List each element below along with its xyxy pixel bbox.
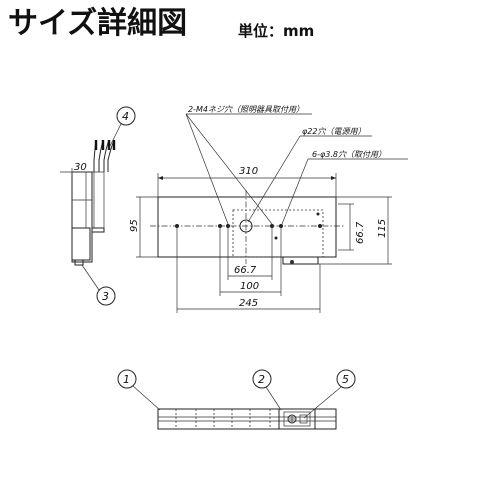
dim-66-7-vertical: 66.7 (355, 221, 366, 244)
power-hole (239, 219, 253, 233)
lead-wires (93, 139, 116, 228)
note-mount-holes: 6-φ3.8穴（取付用） (312, 150, 386, 159)
callout-1 (117, 369, 137, 389)
terminal-screw (287, 414, 297, 424)
callout-4 (116, 106, 136, 126)
callout-5 (336, 369, 356, 389)
note-screw-holes: 2-M4ネジ穴（照明器具取付用） (188, 105, 304, 114)
dim-side-depth: 30 (74, 162, 87, 173)
side-view: 30 4 3 (60, 106, 136, 306)
bottom-view: 1 2 5 (117, 369, 356, 430)
bottom-terminal-block (278, 408, 316, 430)
callout-4-label: 4 (122, 110, 129, 123)
callout-2-label: 2 (258, 373, 265, 386)
dim-span-100: 100 (240, 281, 259, 292)
terminal-slot (299, 414, 308, 424)
dim-overall-length: 310 (239, 166, 258, 177)
dim-span-245: 245 (239, 298, 258, 309)
dim-overall-height: 115 (377, 219, 388, 238)
callout-3 (96, 286, 116, 306)
side-body (71, 171, 93, 263)
callout-5-label: 5 (342, 373, 349, 386)
mount-hole (318, 224, 322, 228)
front-bottom-bump (282, 256, 319, 265)
side-bottom-nub (74, 259, 84, 266)
callout-2 (252, 369, 272, 389)
front-inner-box (232, 209, 324, 258)
front-view: 310 95 66.7 115 66.7 100 245 2-M4ネジ穴（照明器 (129, 105, 408, 313)
front-plate (157, 196, 337, 258)
callout-3-label: 3 (102, 290, 109, 303)
callout-1-label: 1 (123, 373, 130, 386)
front-bottom-screw (290, 260, 294, 264)
side-flange (91, 227, 105, 233)
note-power-hole: φ22穴（電源用） (302, 127, 365, 136)
page-title: サイズ詳細図 (8, 6, 188, 41)
unit-label: 単位：mm (238, 22, 315, 40)
mount-hole (316, 212, 320, 216)
dim-66-7-horizontal: 66.7 (234, 265, 257, 276)
side-terminal-block (71, 227, 91, 261)
dim-height: 95 (129, 219, 140, 232)
mount-hole (274, 236, 278, 240)
bottom-body (157, 408, 337, 430)
